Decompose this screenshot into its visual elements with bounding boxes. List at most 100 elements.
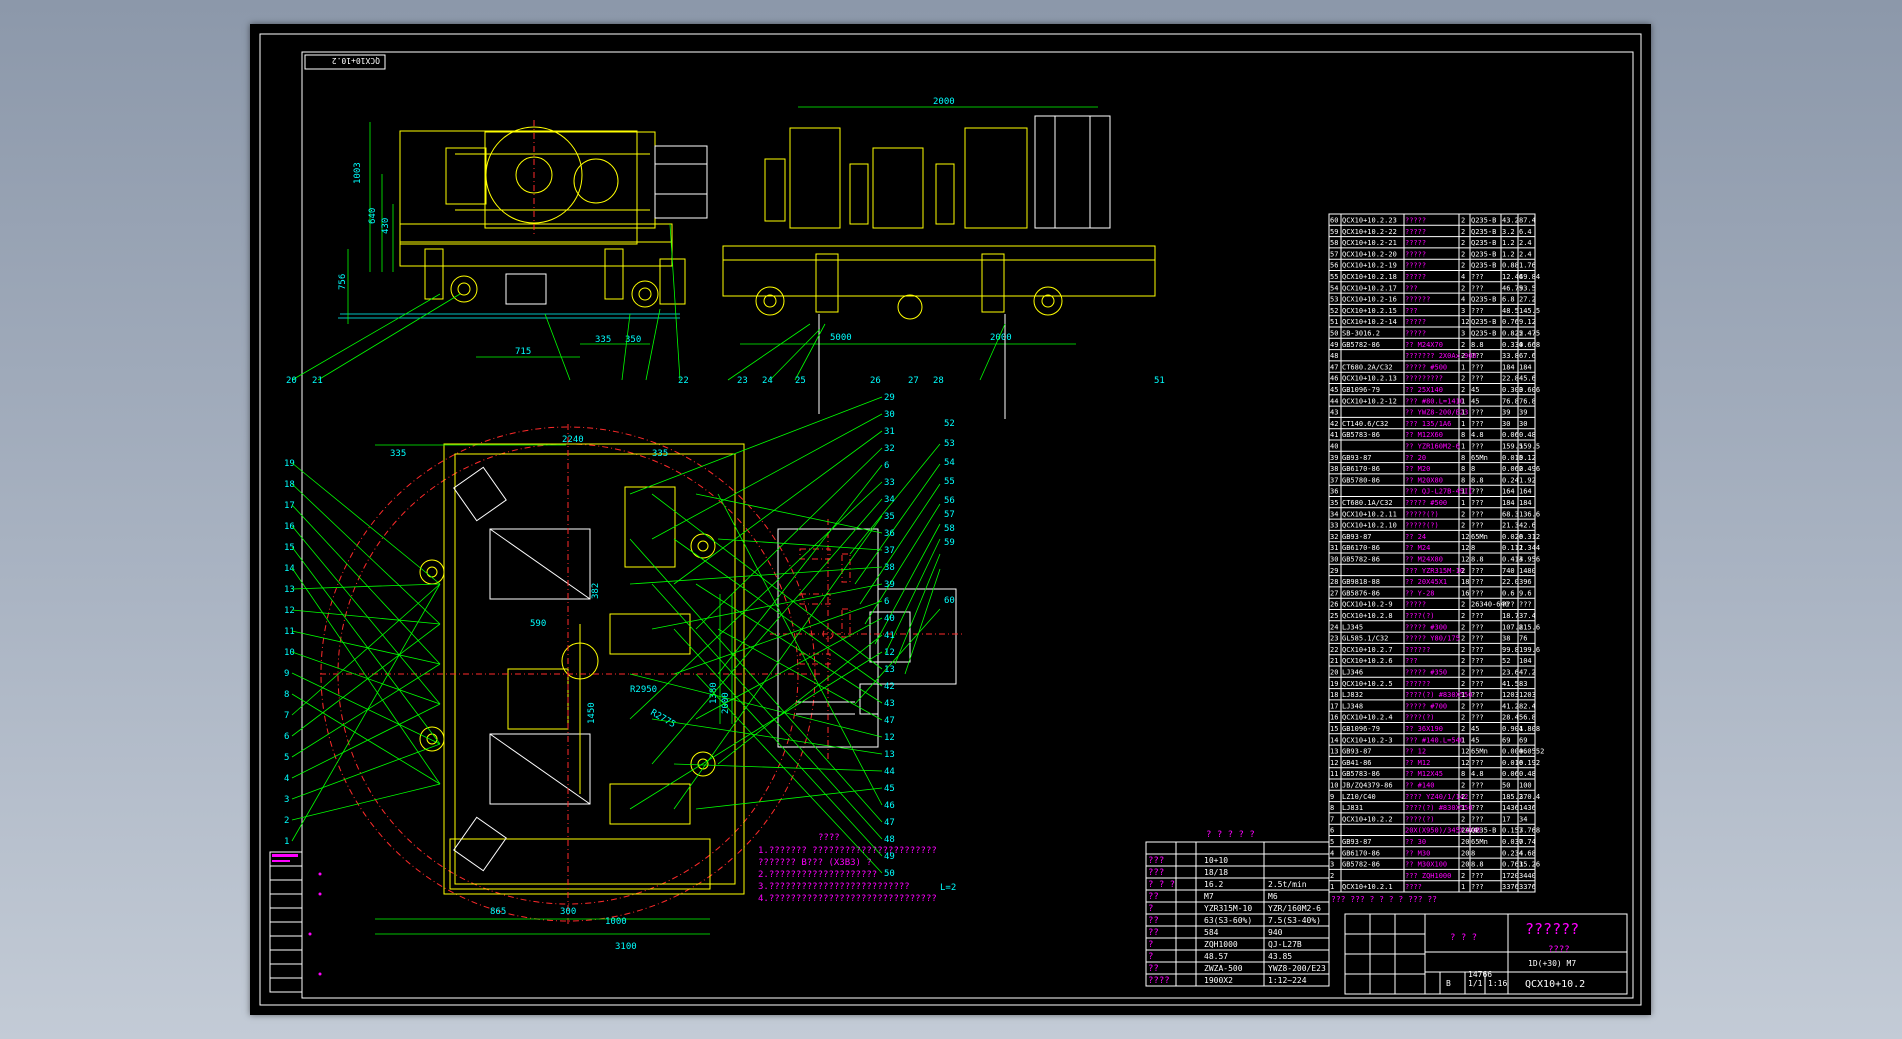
callout-left-2: 2: [284, 816, 289, 826]
spec-table-header: ? ? ? ? ?: [1206, 830, 1255, 840]
part-unit-weight: 1436: [1502, 804, 1519, 812]
part-code: GB5782-86: [1342, 341, 1380, 349]
part-unit-weight: 0.112: [1502, 544, 1523, 552]
part-material: 45: [1471, 736, 1479, 744]
part-code: CT140.6/C32: [1342, 420, 1388, 428]
part-material: ???: [1471, 612, 1484, 620]
dim-base-b: 350: [625, 335, 641, 345]
part-code: LJ345: [1342, 623, 1363, 631]
part-unit-weight: 39: [1502, 409, 1510, 417]
part-material: ???: [1471, 691, 1484, 699]
callout-left-1: 1: [284, 837, 289, 847]
part-name: ?????: [1405, 217, 1426, 225]
spec-cell-value-a: 48.57: [1204, 952, 1228, 961]
spec-cell-label: ?: [1148, 904, 1153, 914]
part-material: ???: [1471, 669, 1484, 677]
part-no: 24: [1330, 623, 1338, 631]
callout-leader: [717, 538, 883, 551]
title-sub: ????: [1548, 945, 1570, 955]
part-code: GB1096-79: [1342, 725, 1380, 733]
callout-left-15: 15: [284, 543, 295, 553]
dim-height-d: 756: [338, 274, 348, 290]
part-no: 33: [1330, 522, 1338, 530]
part-no: 17: [1330, 702, 1338, 710]
callout-right-49: 49: [884, 852, 895, 862]
callout-leader: [629, 566, 883, 585]
part-material: 8: [1471, 465, 1475, 473]
part-unit-weight: 1.2: [1502, 250, 1515, 258]
part-name: ?????: [1405, 250, 1426, 258]
part-name: ?????: [1405, 601, 1426, 609]
part-no: 11: [1330, 770, 1338, 778]
front-view: 2000 5000 2000: [722, 97, 1156, 419]
side-view: 1003 640 430 756 715 335 350: [291, 120, 708, 381]
part-material: Q235-B: [1471, 318, 1496, 326]
callout-right-39: 39: [884, 580, 895, 590]
callout-right-33: 33: [884, 478, 895, 488]
part-total-weight: 159.5: [1519, 443, 1540, 451]
spec-cell-value-a: 16.2: [1204, 880, 1223, 889]
part-name: ??? ZQH1000: [1405, 872, 1451, 880]
part-unit-weight: 23.6: [1502, 669, 1519, 677]
part-total-weight: 1436: [1519, 804, 1536, 812]
callout-leader: [291, 630, 441, 665]
callout-right-47: 47: [884, 716, 895, 726]
part-code: QCX10+10.2.13: [1342, 375, 1397, 383]
part-no: 28: [1330, 578, 1338, 586]
part-total-weight: 83: [1519, 680, 1527, 688]
dim-radius-a: R2950: [630, 685, 657, 695]
part-unit-weight: 0.825: [1502, 330, 1523, 338]
part-no: 8: [1330, 804, 1334, 812]
part-material: ???: [1471, 657, 1484, 665]
part-total-weight: 104: [1519, 657, 1532, 665]
part-no: 26: [1330, 601, 1338, 609]
spec-cell-value-a: M7: [1204, 892, 1214, 901]
part-qty: 1: [1461, 420, 1465, 428]
part-code: QCX10+10.2.23: [1342, 217, 1397, 225]
part-total-weight: 37.4: [1519, 612, 1536, 620]
part-total-weight: 3440: [1519, 872, 1536, 880]
part-total-weight: 47.2: [1519, 669, 1536, 677]
part-qty: 12: [1461, 533, 1469, 541]
part-name: ?? #140: [1405, 782, 1435, 790]
part-name: ???: [1405, 284, 1418, 292]
callout-left-8: 8: [284, 690, 289, 700]
callout-right-43: 43: [884, 699, 895, 709]
part-unit-weight: 99.8: [1502, 646, 1519, 654]
part-qty: 2: [1461, 601, 1465, 609]
callout-top-28: 28: [933, 376, 944, 386]
part-no: 42: [1330, 420, 1338, 428]
part-name: ??????: [1405, 296, 1430, 304]
dim-base-a: 335: [595, 335, 611, 345]
part-material: ???: [1471, 883, 1484, 891]
callout-leader: [291, 783, 441, 821]
part-code: QCX10+10.2.1: [1342, 883, 1393, 891]
spec-cell-label: ???: [1148, 856, 1164, 866]
part-code: QCX10+10.2-21: [1342, 239, 1397, 247]
callout-right-13: 13: [884, 665, 895, 675]
callout-right-42: 42: [884, 682, 895, 692]
part-qty: 4: [1461, 296, 1465, 304]
spec-cell-label: ??: [1148, 928, 1159, 938]
part-name: ?? YZR160M2-6: [1405, 443, 1460, 451]
callout-left-18: 18: [284, 480, 295, 490]
part-total-weight: 6.4: [1519, 228, 1532, 236]
part-qty: 24/4: [1461, 827, 1478, 835]
part-no: 57: [1330, 250, 1338, 258]
part-unit-weight: 33.8: [1502, 352, 1519, 360]
note-line-1: 1.??????? ???????????????????????: [758, 846, 937, 856]
part-no: 60: [1330, 217, 1338, 225]
part-qty: 2: [1461, 623, 1465, 631]
part-total-weight: 42.6: [1519, 522, 1536, 530]
part-name: ?? YWZ8-200/E23: [1405, 409, 1468, 417]
part-total-weight: 1.92: [1519, 476, 1536, 484]
